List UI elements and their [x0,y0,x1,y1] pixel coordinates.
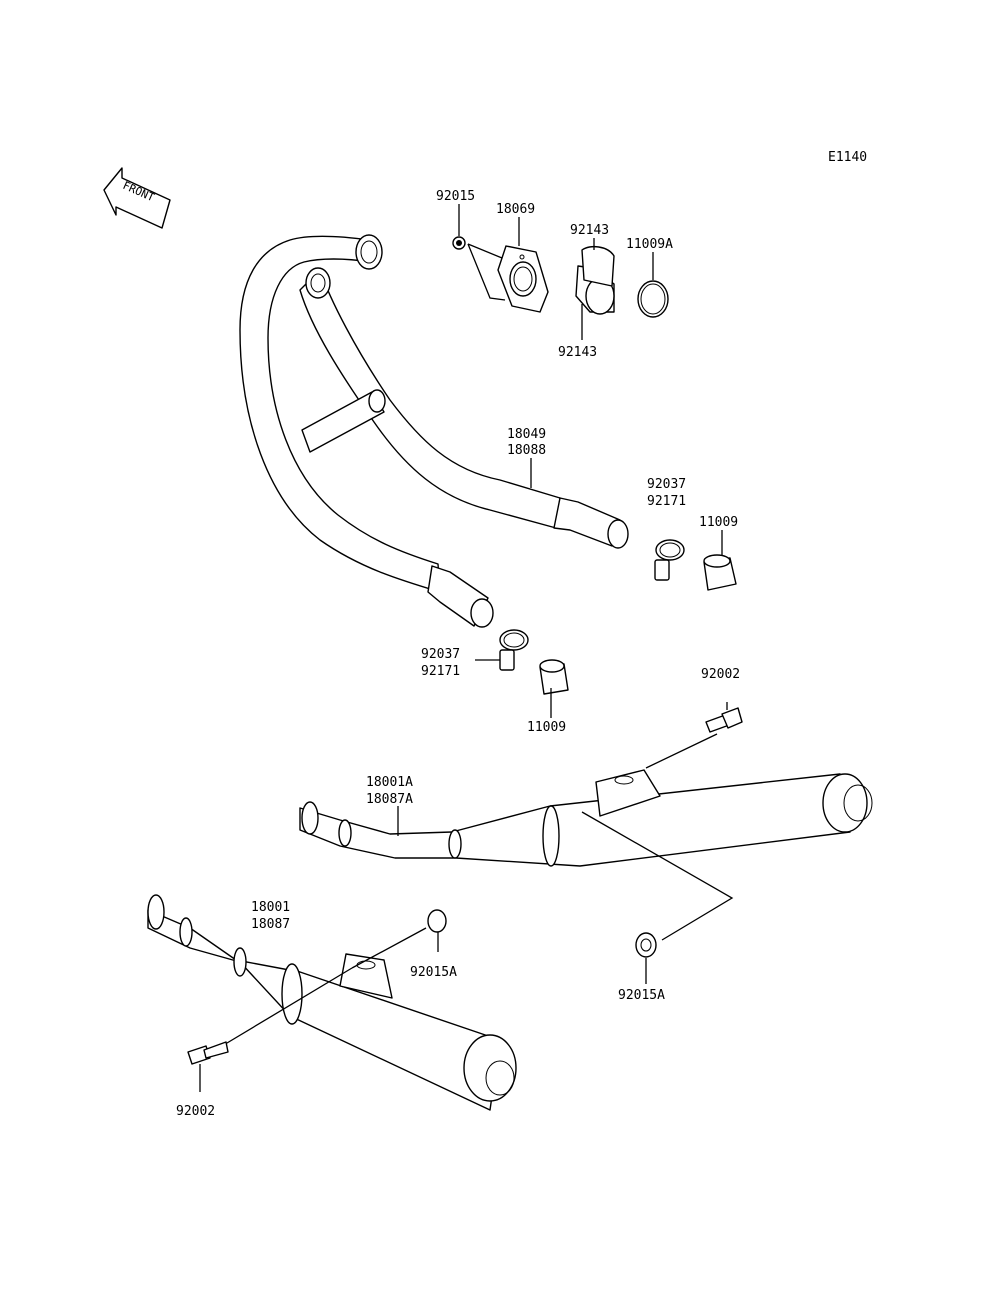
label-92002-bottom: 92002 [176,1104,215,1119]
clamp-right-icon [654,539,685,581]
label-18049: 18049 [507,427,546,442]
muffler-right [299,769,873,867]
label-92037-right: 92037 [647,477,686,492]
label-92002-top: 92002 [701,667,740,682]
diagram-code: E1140 [828,150,867,165]
label-92143-top: 92143 [570,223,609,238]
label-92171-left: 92171 [421,664,460,679]
muffler-left [147,894,517,1111]
nut-92015-icon [452,236,466,250]
label-92015A-left: 92015A [410,965,457,980]
label-11009A: 11009A [626,237,673,252]
label-11009-left: 11009 [527,720,566,735]
label-92143-bottom: 92143 [558,345,597,360]
label-18088: 18088 [507,443,546,458]
header-pipe-assembly [239,234,629,628]
clamp-left-icon [499,629,529,671]
label-18087: 18087 [251,917,290,932]
label-18069: 18069 [496,202,535,217]
gasket-11009A-icon [637,280,669,318]
bolt-92002-bottom-icon [187,1041,229,1065]
label-92015A-right: 92015A [618,988,665,1003]
label-92015: 92015 [436,189,475,204]
label-18087A: 18087A [366,792,413,807]
label-92037-left: 92037 [421,647,460,662]
flange-18069-icon [497,245,549,313]
gasket-11009-right-icon [703,554,737,591]
gasket-11009-left-icon [539,659,569,695]
label-92171-right: 92171 [647,494,686,509]
nut-92015A-right-icon [635,932,657,958]
label-18001: 18001 [251,900,290,915]
collet-92143-icon [575,245,615,315]
label-11009-right: 11009 [699,515,738,530]
bolt-92002-top-icon [705,707,743,733]
front-arrow-icon: FRONT [103,167,171,229]
label-18001A: 18001A [366,775,413,790]
nut-92015A-left-icon [427,909,447,933]
